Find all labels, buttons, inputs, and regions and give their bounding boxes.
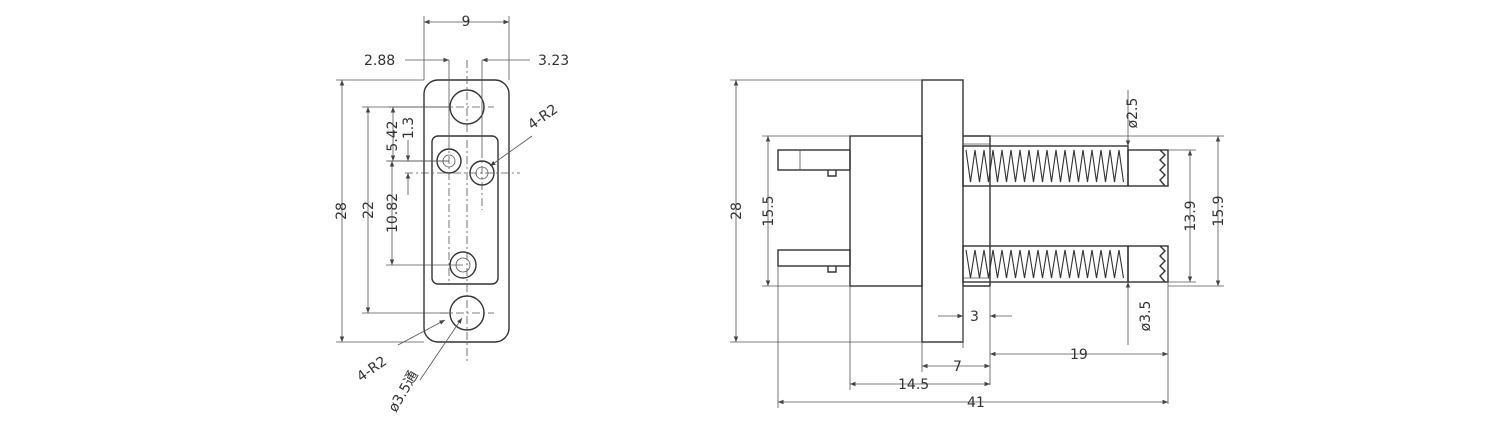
left-pin-lower [777, 249, 851, 267]
dim-5-42: 5.42 [385, 120, 401, 151]
hole-callout: ø3.5通 [386, 368, 422, 415]
upper-plunger-tip [1127, 149, 1169, 187]
dim-height-22: 22 [361, 201, 377, 219]
flange-dim-3: 3 [970, 309, 979, 325]
side-dim-height-28: 28 [729, 202, 745, 220]
dim-offset-3-23: 3.23 [538, 53, 569, 69]
front-plate-outline [423, 79, 510, 343]
side-dim-41: 41 [967, 395, 985, 411]
front-view: 9 2.88 3.23 28 22 5.42 1.3 10.82 [334, 14, 569, 415]
left-pin-upper [777, 149, 851, 171]
dim-10-82: 10.82 [385, 193, 401, 233]
side-dim-15-5: 15.5 [761, 195, 777, 226]
lower-plunger-tip [1127, 245, 1169, 283]
dim-1-3: 1.3 [401, 117, 417, 139]
dim-offset-2-88: 2.88 [364, 53, 395, 69]
pin-diameter-label: ø2.5 [1125, 98, 1141, 129]
front-inner-recess [431, 135, 499, 285]
dim-width-9: 9 [462, 14, 471, 30]
upper-spring [965, 149, 1125, 183]
side-dim-19: 19 [1070, 347, 1088, 363]
side-dim-15-9: 15.9 [1211, 195, 1227, 226]
side-dim-13-9: 13.9 [1183, 200, 1199, 231]
side-flange [921, 79, 964, 343]
radius-callout-top: 4-R2 [525, 101, 561, 133]
side-housing [849, 135, 923, 287]
spring-diameter-label: ø3.5 [1138, 301, 1154, 332]
lower-spring [965, 249, 1125, 279]
side-dim-14-5: 14.5 [898, 377, 929, 393]
dim-height-28: 28 [334, 202, 350, 220]
side-view: 28 15.5 ø2.5 13.9 15.9 ø3.5 3 7 [729, 79, 1227, 411]
side-dim-7: 7 [953, 359, 962, 375]
radius-callout-bottom: 4-R2 [354, 353, 390, 385]
